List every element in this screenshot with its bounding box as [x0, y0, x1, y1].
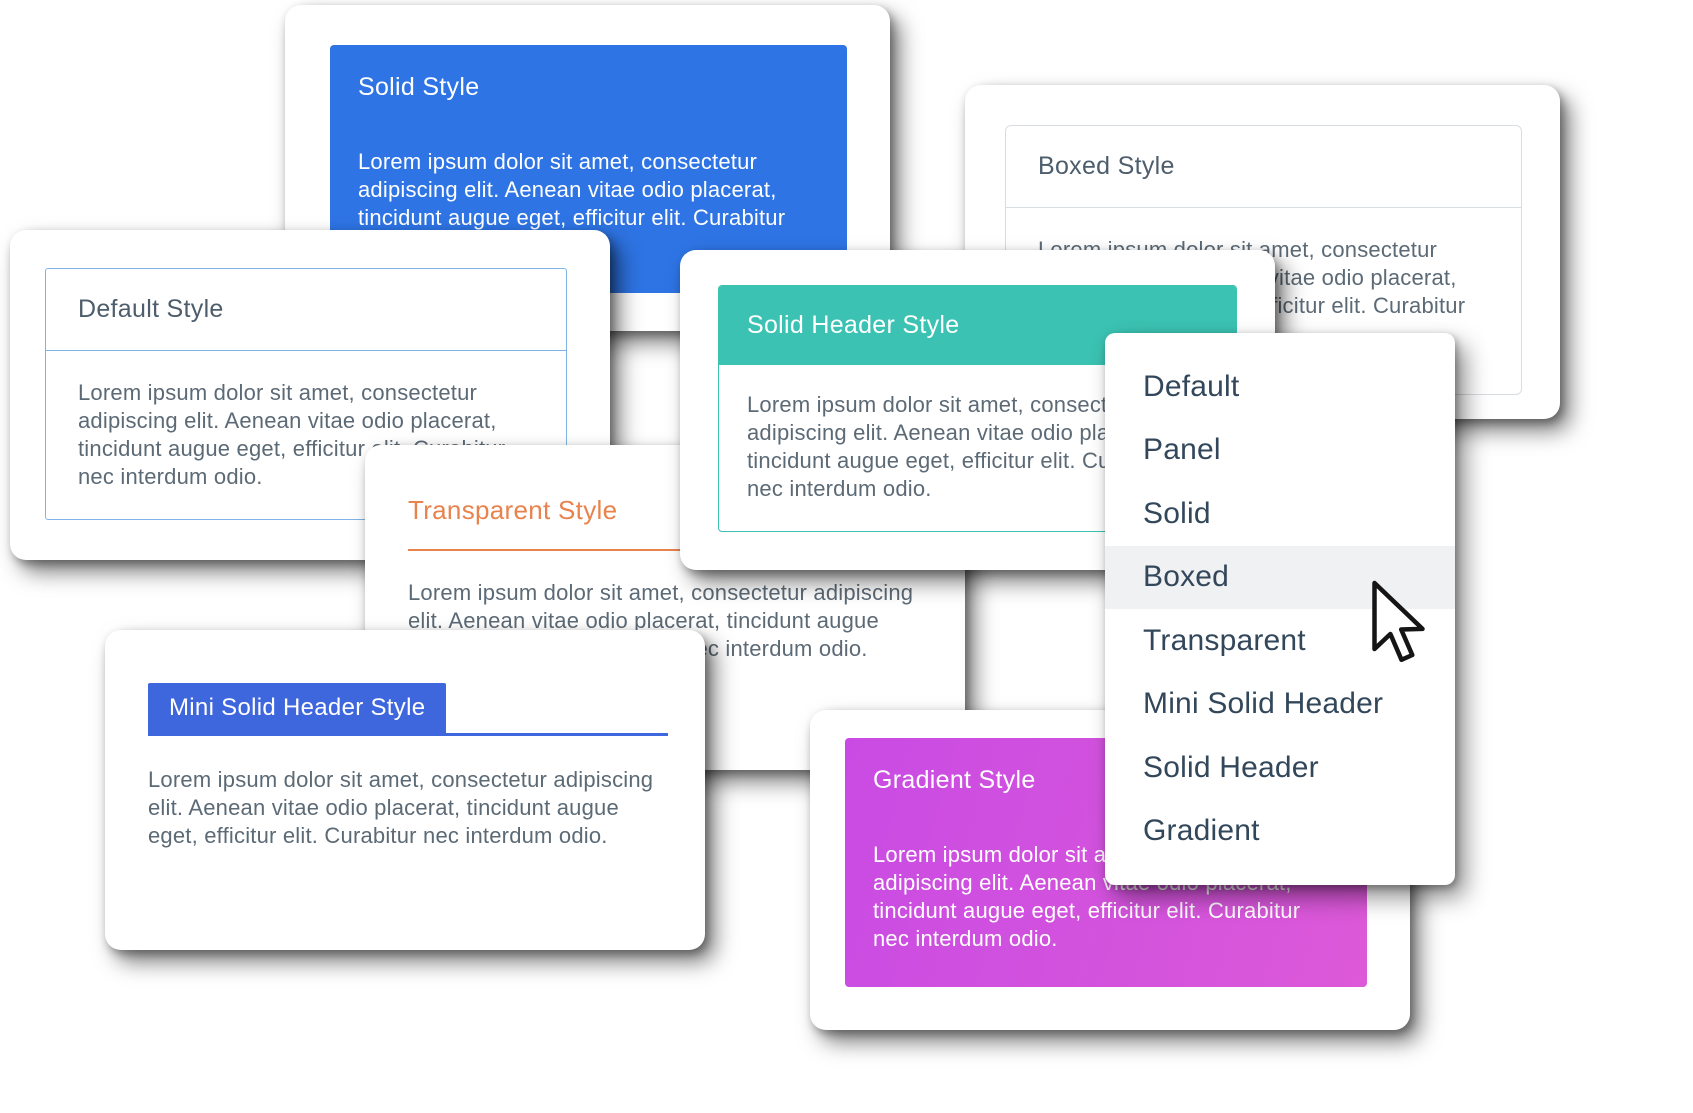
card-title: Solid Style: [358, 73, 480, 101]
dropdown-menu-item[interactable]: Gradient: [1143, 814, 1260, 848]
dropdown-menu-item[interactable]: Mini Solid Header: [1143, 687, 1384, 721]
solid-panel: Solid Style Lorem ipsum dolor sit amet, …: [330, 45, 847, 293]
card-body-text: Lorem ipsum dolor sit amet, consectetur …: [148, 767, 654, 848]
mini-solid-header-panel: Mini Solid Header Style Lorem ipsum dolo…: [105, 630, 705, 850]
dropdown-menu-item[interactable]: Solid: [1143, 496, 1211, 530]
card-title: Mini Solid Header Style: [148, 683, 447, 733]
mini-header-underline: Mini Solid Header Style: [148, 683, 668, 736]
mouse-cursor-icon: [1372, 580, 1425, 663]
card-title: Gradient Style: [873, 766, 1036, 794]
card-solid-style: Solid Style Lorem ipsum dolor sit amet, …: [285, 5, 890, 331]
dropdown-menu-item[interactable]: Default: [1143, 369, 1240, 403]
dropdown-menu-item[interactable]: Panel: [1143, 433, 1221, 467]
card-title: Boxed Style: [1006, 126, 1521, 208]
divider: [408, 549, 922, 551]
style-dropdown-menu: Default Panel Solid Boxed Transparent Mi…: [1105, 333, 1455, 885]
card-mini-solid-header-style: Mini Solid Header Style Lorem ipsum dolo…: [105, 630, 705, 950]
card-body-text: Lorem ipsum dolor sit amet, consectetur …: [747, 392, 1175, 501]
card-body-text: Lorem ipsum dolor sit amet, consectetur …: [358, 149, 786, 258]
dropdown-menu-item[interactable]: Transparent: [1143, 623, 1306, 657]
card-title: Transparent Style: [408, 495, 618, 525]
card-title: Default Style: [46, 269, 566, 351]
dropdown-menu-item[interactable]: Solid Header: [1143, 750, 1319, 784]
dropdown-menu-item[interactable]: Boxed: [1105, 545, 1455, 609]
